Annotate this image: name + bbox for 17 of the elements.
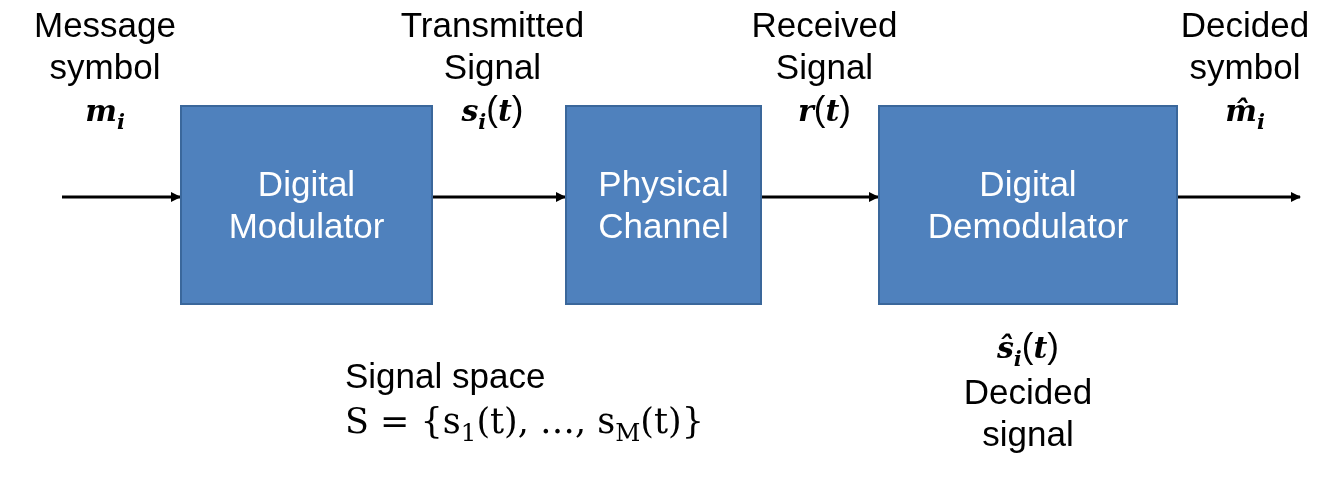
box-label: Digital Demodulator — [926, 163, 1130, 247]
edge-label: Received Signal r(t) — [750, 4, 899, 130]
arrow — [1178, 192, 1301, 202]
process-box — [180, 105, 433, 305]
edge-label: Message symbol m$_{i}$ — [33, 4, 177, 135]
arrow — [762, 192, 879, 202]
box-label: Physical Channel — [597, 163, 730, 247]
caption-text: ŝ$_{i}$(t) Decided signal — [962, 325, 1094, 456]
process-box — [878, 105, 1178, 305]
arrow — [433, 192, 566, 202]
edge-label: Transmitted Signal s$_{i}$(t) — [399, 4, 586, 135]
box-label: Digital Modulator — [227, 163, 386, 247]
note-text: Signal space — [345, 355, 546, 397]
note-text: S = {s$_{1}$(t), …, s$_{M}$(t)} — [345, 400, 704, 448]
process-box — [565, 105, 762, 305]
arrow — [62, 192, 181, 202]
edge-label: Decided symbol m̂$_{i}$ — [1179, 4, 1311, 135]
